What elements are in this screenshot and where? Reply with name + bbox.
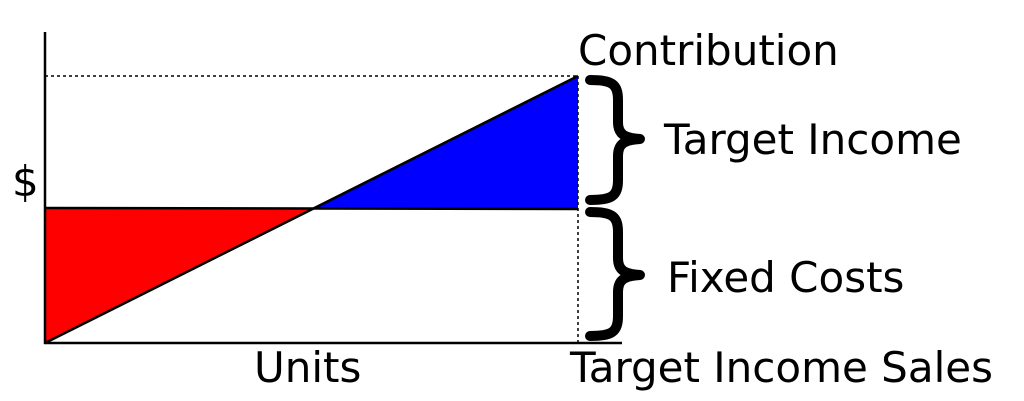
- target-sales-label: Target Income Sales: [569, 343, 993, 392]
- fixed-cost-line: [44, 206, 579, 211]
- target-income-brace: [585, 75, 645, 205]
- x-axis-label: Units: [254, 343, 361, 392]
- fixed-costs-brace: [585, 207, 645, 341]
- target-income-label: Target Income: [663, 115, 962, 164]
- fixed-costs-label: Fixed Costs: [667, 253, 904, 302]
- contribution-label: Contribution: [578, 26, 839, 75]
- y-axis-label: $: [12, 157, 39, 206]
